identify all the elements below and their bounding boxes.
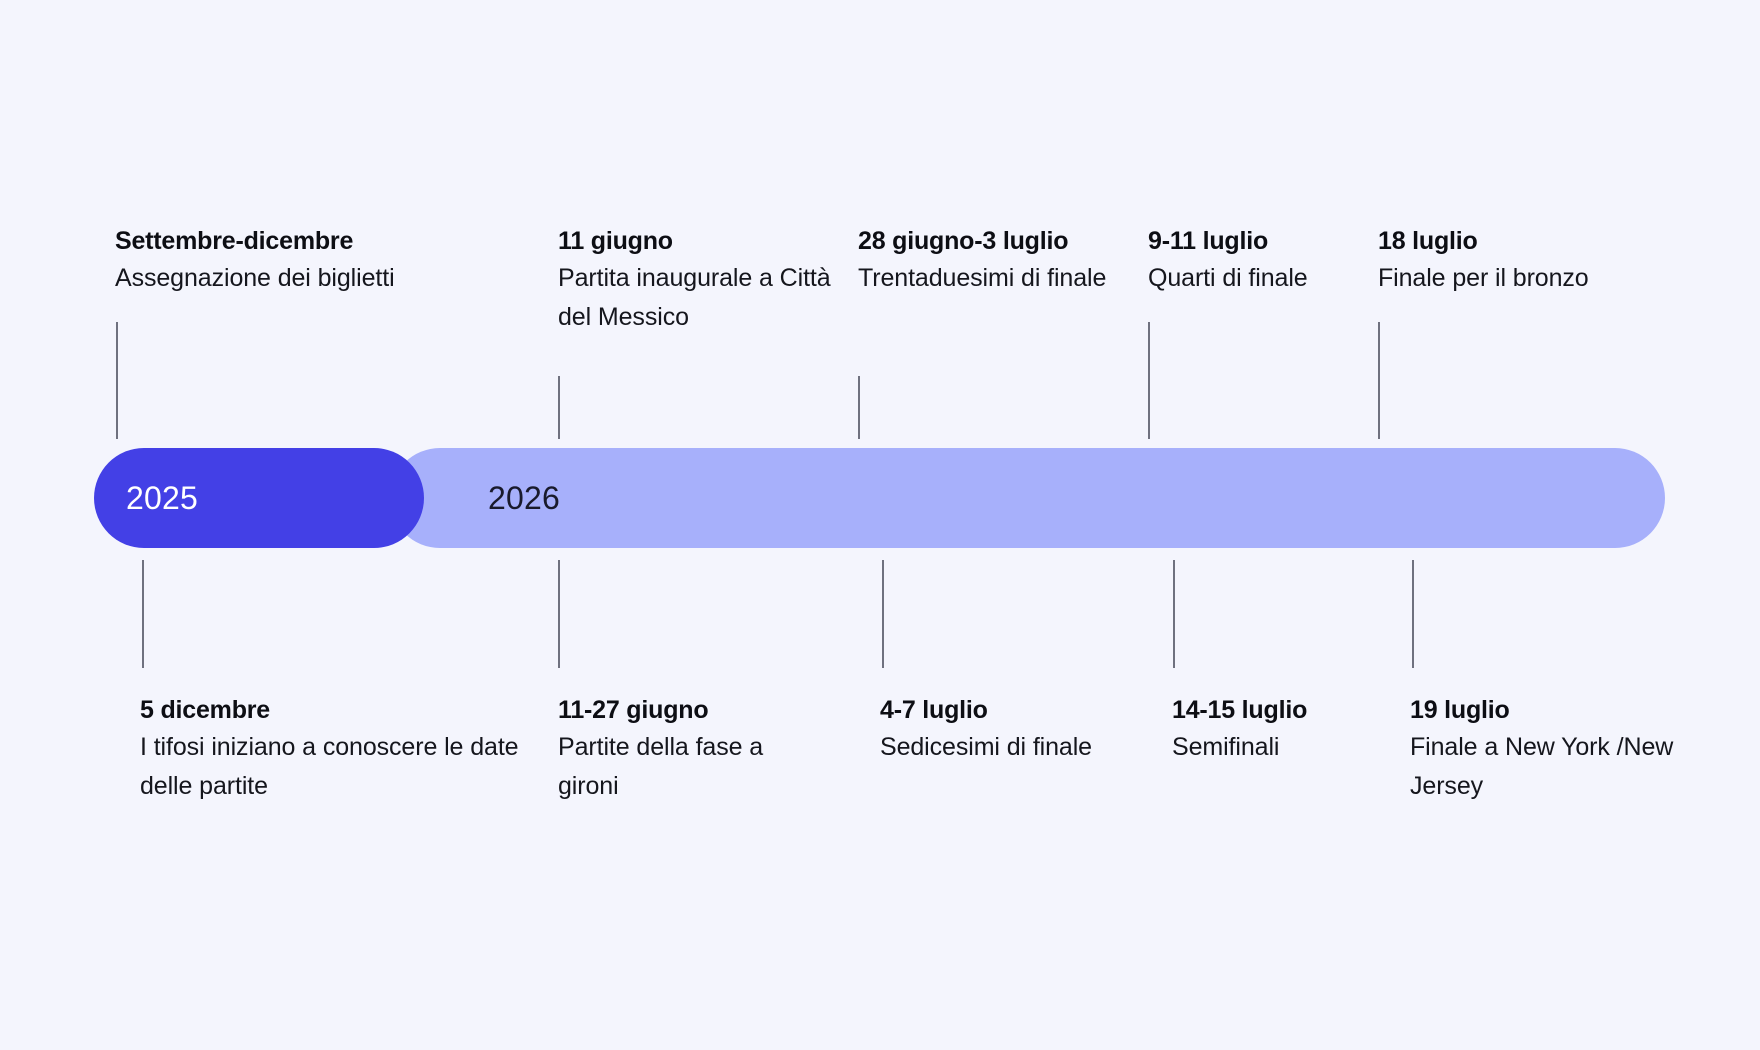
entry-description: Finale a New York /New Jersey	[1410, 733, 1674, 800]
entry-description: Assegnazione dei biglietti	[115, 264, 395, 292]
timeline-tick-bottom-3	[882, 560, 884, 668]
timeline-entry-bottom-1: 5 dicembre I tifosi iniziano a conoscere…	[140, 694, 530, 806]
entry-date: 11 giugno	[558, 227, 673, 255]
entry-date: 14-15 luglio	[1172, 696, 1308, 724]
entry-date: 11-27 giugno	[558, 696, 709, 724]
entry-description: Partita inaugurale a Città del Messico	[558, 264, 831, 331]
timeline-tick-bottom-4	[1173, 560, 1175, 668]
timeline-tick-top-3	[858, 376, 860, 439]
entry-description: Quarti di finale	[1148, 264, 1308, 292]
year-segment-2026[interactable]: 2026	[390, 448, 1665, 548]
timeline-entry-top-2: 11 giugno Partita inaugurale a Città del…	[558, 225, 848, 337]
year-label-2025: 2025	[126, 480, 198, 516]
entry-date: 5 dicembre	[140, 696, 271, 724]
entry-date: 19 luglio	[1410, 696, 1510, 724]
timeline-tick-bottom-2	[558, 560, 560, 668]
timeline-tick-top-4	[1148, 322, 1150, 439]
timeline-tick-bottom-5	[1412, 560, 1414, 668]
entry-description: Sedicesimi di finale	[880, 733, 1092, 761]
entry-description: Semifinali	[1172, 733, 1280, 761]
year-label-2026: 2026	[488, 480, 560, 516]
timeline-entry-bottom-5: 19 luglio Finale a New York /New Jersey	[1410, 694, 1685, 806]
timeline-entry-bottom-3: 4-7 luglio Sedicesimi di finale	[880, 694, 1170, 767]
entry-date: 18 luglio	[1378, 227, 1478, 255]
timeline-tick-top-5	[1378, 322, 1380, 439]
timeline-entry-top-5: 18 luglio Finale per il bronzo	[1378, 225, 1678, 298]
timeline-tick-top-2	[558, 376, 560, 439]
timeline-tick-bottom-1	[142, 560, 144, 668]
year-segment-2025[interactable]: 2025	[94, 448, 424, 548]
entry-description: I tifosi iniziano a conoscere le date de…	[140, 733, 519, 800]
timeline-entry-top-1: Settembre-dicembre Assegnazione dei bigl…	[115, 225, 485, 298]
entry-date: 4-7 luglio	[880, 696, 988, 724]
entry-date: 28 giugno-3 luglio	[858, 227, 1069, 255]
entry-description: Partite della fase a gironi	[558, 733, 764, 800]
timeline-entry-bottom-4: 14-15 luglio Semifinali	[1172, 694, 1402, 767]
entry-description: Finale per il bronzo	[1378, 264, 1589, 292]
timeline-year-bar: 2026 2025	[94, 448, 1665, 548]
entry-date: 9-11 luglio	[1148, 227, 1269, 255]
timeline-entry-top-3: 28 giugno-3 luglio Trentaduesimi di fina…	[858, 225, 1128, 298]
timeline-tick-top-1	[116, 322, 118, 439]
timeline-entry-bottom-2: 11-27 giugno Partite della fase a gironi	[558, 694, 828, 806]
entry-date: Settembre-dicembre	[115, 227, 354, 255]
entry-description: Trentaduesimi di finale	[858, 264, 1107, 292]
timeline-entry-top-4: 9-11 luglio Quarti di finale	[1148, 225, 1378, 298]
